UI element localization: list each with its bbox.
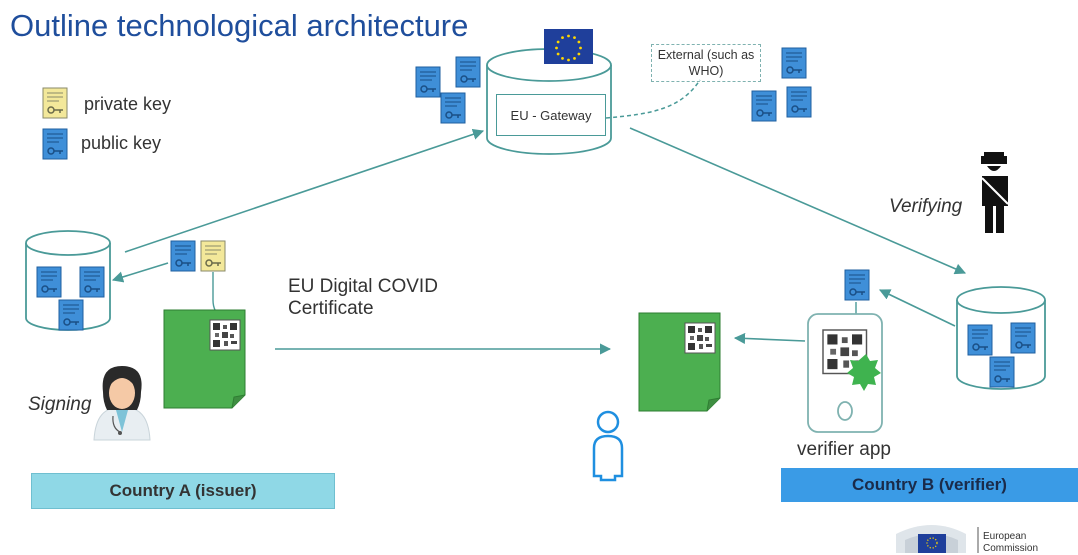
country-b-public-key-icon-3: [989, 356, 1015, 388]
issued-certificate-qr-icon: [209, 319, 241, 351]
app-to-certificate-arrow: [733, 332, 806, 345]
officer-icon: [981, 152, 1009, 233]
external-link-line: [605, 79, 701, 119]
eu-flag-icon: [544, 29, 593, 64]
gateway-public-key-icon-2: [455, 56, 481, 88]
gateway-public-key-icon-1: [415, 66, 441, 98]
issuer-private-key-icon: [200, 240, 226, 272]
issuer-public-key-icon: [170, 240, 196, 272]
european-commission-line2: Commission: [983, 543, 1039, 554]
signing-label: Signing: [28, 394, 92, 415]
gateway-to-country-b-arrow: [629, 127, 967, 275]
external-public-key-icon-2: [751, 90, 777, 122]
legend-public-key-icon: [42, 128, 68, 160]
doctor-icon: [93, 366, 151, 441]
country-b-public-key-icon-1: [967, 324, 993, 356]
verified-badge-icon: [847, 354, 881, 391]
upload-to-gateway-arrow: [124, 128, 485, 253]
legend-private-key-icon: [42, 87, 68, 119]
received-certificate-qr-icon: [684, 322, 716, 354]
legend-public-key-label: public key: [81, 133, 162, 153]
european-commission-line1: European: [983, 531, 1027, 542]
external-public-key-icon-1: [781, 47, 807, 79]
country-b-box: Country B (verifier): [781, 468, 1078, 502]
country-a-public-key-icon-3: [58, 299, 84, 331]
certificate-label: EU Digital COVID Certificate: [288, 276, 438, 319]
database-to-app-arrow: [878, 289, 956, 327]
european-commission-text: European Commission: [983, 531, 1038, 555]
country-b-database: [956, 286, 1046, 390]
external-public-key-icon-3: [786, 86, 812, 118]
eu-gateway-label: EU - Gateway: [496, 94, 606, 136]
country-a-box: Country A (issuer): [31, 473, 335, 509]
gateway-public-key-icon-3: [440, 92, 466, 124]
page-title: Outline technological architecture: [10, 8, 469, 43]
keys-to-database-arrow: [111, 262, 169, 283]
country-b-public-key-icon-2: [1010, 322, 1036, 354]
person-icon: [592, 410, 624, 482]
verifying-label: Verifying: [889, 196, 963, 217]
verifier-app-label: verifier app: [797, 439, 891, 460]
legend-private-key-label: private key: [84, 94, 172, 114]
european-commission-logo: [896, 525, 979, 553]
external-source-box: External (such as WHO): [651, 44, 761, 82]
country-a-database: [25, 230, 111, 331]
country-a-public-key-icon-1: [36, 266, 62, 298]
app-public-key-icon: [844, 269, 870, 301]
country-a-public-key-icon-2: [79, 266, 105, 298]
